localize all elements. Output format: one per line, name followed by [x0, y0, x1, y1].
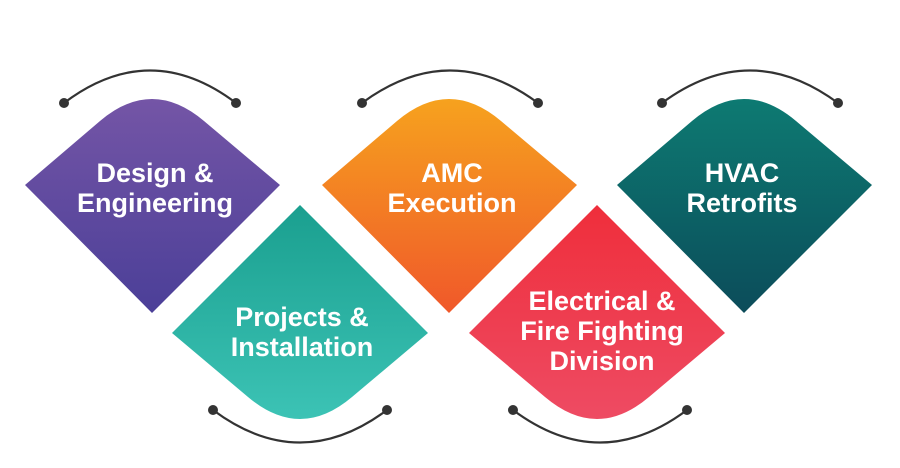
card-hvac-label: HVAC Retrofits [612, 158, 872, 218]
card-electrical-line1: Electrical & [528, 286, 676, 316]
card-projects-shape [172, 205, 428, 419]
card-electrical-shape [469, 205, 725, 419]
card-hvac-shape [617, 99, 872, 313]
card-projects-label: Projects & Installation [172, 302, 432, 362]
card-hvac-line2: Retrofits [686, 188, 798, 218]
card-design-line1: Design & [96, 158, 214, 188]
card-design-label: Design & Engineering [25, 158, 285, 218]
card-amc-line2: Execution [387, 188, 517, 218]
card-electrical-line2: Fire Fighting [520, 316, 684, 346]
card-amc-shape [322, 99, 577, 313]
card-electrical-label: Electrical & Fire Fighting Division [472, 286, 732, 376]
card-projects-line1: Projects & [235, 302, 369, 332]
card-electrical-line3: Division [549, 346, 655, 376]
card-hvac-line1: HVAC [704, 158, 780, 188]
card-projects-line2: Installation [230, 332, 374, 362]
card-design-shape [25, 99, 280, 313]
connector-bottom-electrical [508, 405, 692, 444]
connector-top-hvac [657, 69, 843, 108]
card-amc-line1: AMC [421, 158, 483, 188]
connector-bottom-projects [208, 405, 392, 444]
card-amc-label: AMC Execution [322, 158, 582, 218]
connector-top-design [59, 69, 241, 108]
connector-top-amc [357, 69, 543, 108]
card-design-line2: Engineering [76, 188, 233, 218]
